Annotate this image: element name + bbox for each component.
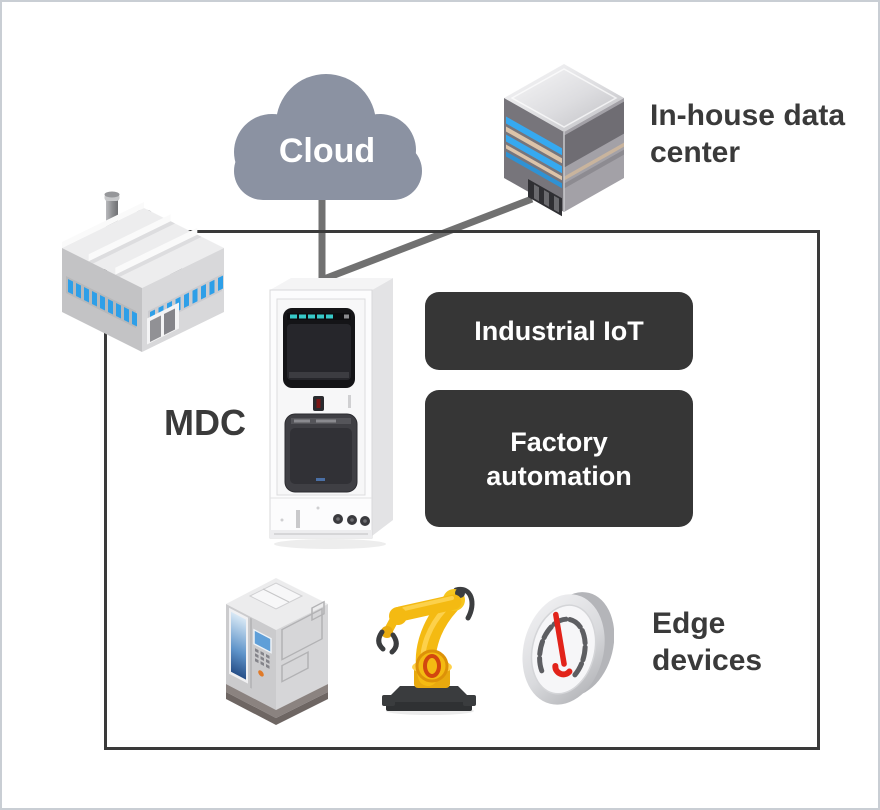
cnc-machine-icon [226, 578, 328, 725]
factory-boundary-rectangle [104, 230, 820, 750]
mdc-label: MDC [164, 402, 246, 443]
data-center-label: In-house data center [650, 99, 846, 169]
factory-automation-label: Factory automation [486, 426, 632, 491]
robot-arm-icon [376, 586, 476, 715]
data-center-icon [504, 64, 624, 217]
industrial-iot-box: Industrial IoT [425, 292, 693, 370]
edge-devices-label: Edge devices [652, 607, 763, 677]
mdc-cabinet-icon [269, 278, 393, 549]
gauge-icon [522, 592, 614, 705]
cloud-icon [234, 74, 422, 200]
cloud-label: Cloud [278, 132, 376, 170]
factory-icon [62, 191, 224, 352]
industrial-iot-label: Industrial IoT [474, 316, 644, 346]
factory-automation-box: Factory automation [425, 390, 693, 527]
